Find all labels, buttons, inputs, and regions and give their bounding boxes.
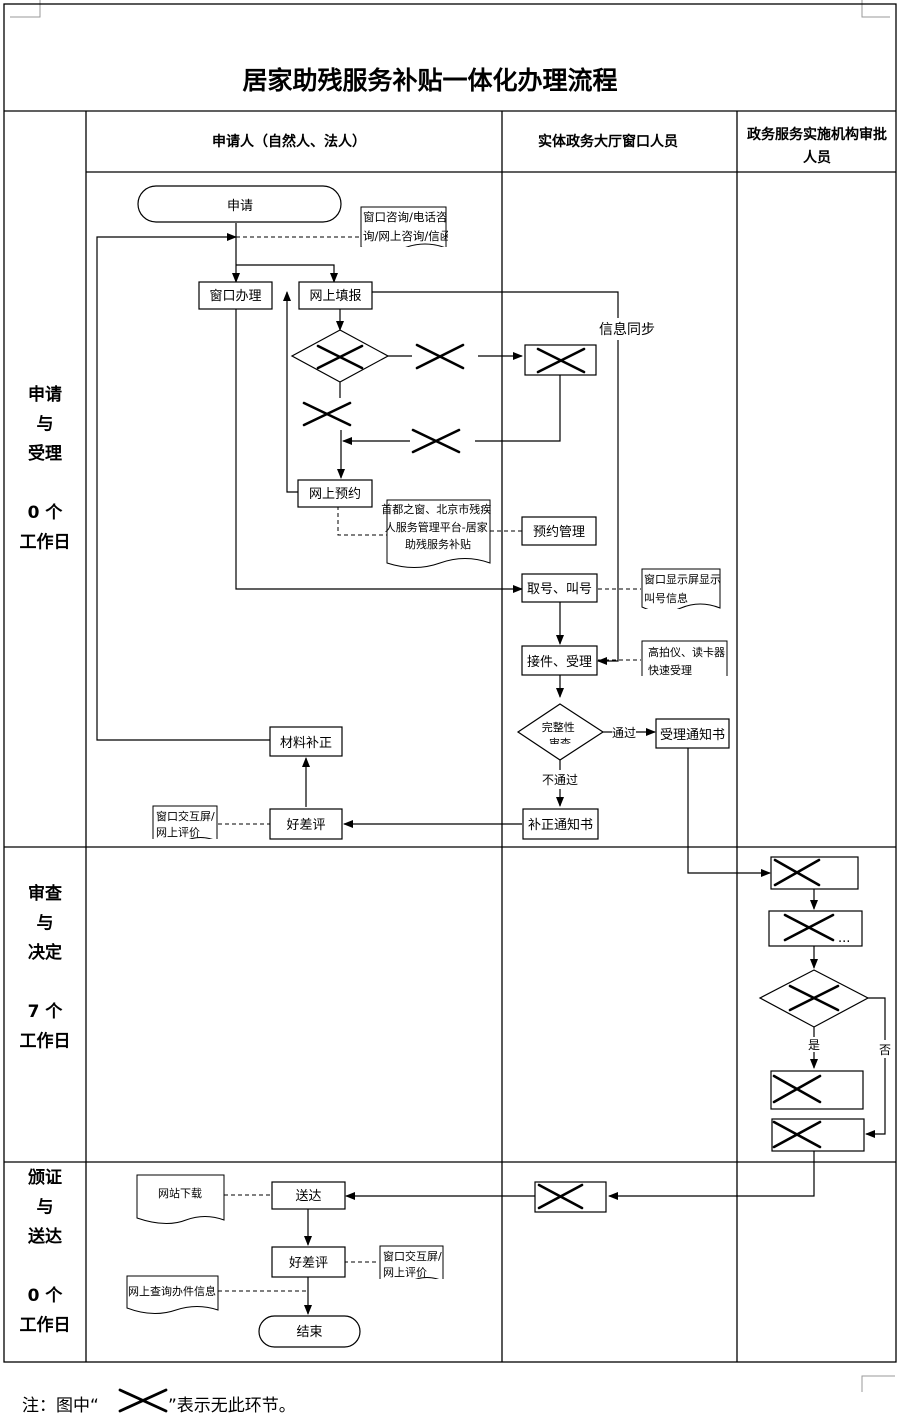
stage-label-line: 0 个 bbox=[28, 502, 64, 523]
connectors bbox=[96, 223, 886, 1315]
stage-label-line: 颁证 bbox=[28, 1168, 62, 1188]
correct-notice-label: 补正通知书 bbox=[528, 817, 593, 833]
platform-note: 首都之窗、北京市残疾 人服务管理平台-居家 助残服务补贴 bbox=[381, 499, 495, 568]
consult-note: 窗口咨询/电话咨 询/网上咨询/信函 bbox=[360, 206, 451, 247]
stage-label-line: 受理 bbox=[28, 443, 62, 464]
end-node: 结束 bbox=[258, 1315, 361, 1348]
rating-label-1: 好差评 bbox=[286, 818, 325, 833]
stage-label-line: 与 bbox=[37, 415, 54, 435]
ellipsis-label: ... bbox=[838, 931, 850, 946]
online-reserve-label: 网上预约 bbox=[309, 487, 361, 502]
accept-notice-node: 受理通知书 bbox=[655, 718, 730, 749]
cross-mark-icon bbox=[783, 913, 835, 942]
cross-mark-icon bbox=[415, 343, 465, 370]
window-handle-node: 窗口办理 bbox=[198, 281, 273, 310]
deliver-label: 送达 bbox=[295, 1189, 321, 1204]
rating-node-1: 好差评 bbox=[269, 808, 343, 840]
platform-note-text: 首都之窗、北京市残疾 人服务管理平台-居家 助残服务补贴 bbox=[381, 502, 495, 551]
not-applicable-box-6 bbox=[534, 1181, 607, 1213]
cross-mark-icon bbox=[302, 401, 352, 427]
column-header-approver: 政务服务实施机构审批人员 bbox=[747, 126, 887, 166]
query-note: 网上查询办件信息 bbox=[126, 1275, 219, 1314]
footnote-prefix: 注：图中“ bbox=[22, 1396, 99, 1416]
online-reserve-node: 网上预约 bbox=[297, 479, 373, 508]
accept-node: 接件、受理 bbox=[521, 645, 598, 676]
screen-note: 窗口显示屏显示 叫号信息 bbox=[641, 568, 725, 609]
query-note-text: 网上查询办件信息 bbox=[128, 1284, 216, 1298]
take-number-node: 取号、叫号 bbox=[521, 573, 598, 603]
material-correct-node: 材料补正 bbox=[269, 726, 343, 757]
pass-label: 通过 bbox=[612, 726, 636, 740]
accept-label: 接件、受理 bbox=[527, 654, 592, 670]
no-label: 否 bbox=[879, 1043, 891, 1057]
deliver-node: 送达 bbox=[271, 1181, 346, 1210]
cross-mark-icon bbox=[773, 858, 821, 887]
stage-label-line: 审查 bbox=[28, 883, 63, 904]
column-header-window-staff: 实体政务大厅窗口人员 bbox=[538, 133, 678, 150]
rating-note-2-text: 窗口交互屏/ 网上评价 bbox=[383, 1249, 445, 1279]
completeness-check-diamond: 完整性 审查 bbox=[516, 703, 605, 761]
take-number-label: 取号、叫号 bbox=[527, 582, 592, 597]
dashed-connectors bbox=[218, 236, 641, 1292]
correct-notice-node: 补正通知书 bbox=[522, 808, 599, 840]
stage-label-line: 0 个 bbox=[28, 1285, 64, 1306]
rating-label-2: 好差评 bbox=[289, 1256, 328, 1271]
material-correct-label: 材料补正 bbox=[280, 736, 332, 751]
cross-mark-icon bbox=[411, 428, 461, 454]
cross-mark-icon bbox=[772, 1074, 822, 1104]
cross-mark-icon bbox=[788, 984, 840, 1012]
yes-label: 是 bbox=[808, 1038, 820, 1052]
table-frame bbox=[3, 3, 897, 1363]
column-header-applicant: 申请人（自然人、法人） bbox=[212, 133, 366, 150]
end-label: 结束 bbox=[296, 1325, 322, 1340]
scanner-note-text: 高拍仪、读卡器 快速受理 bbox=[648, 645, 729, 677]
reserve-manage-label: 预约管理 bbox=[533, 525, 585, 540]
info-sync-label: 信息同步 bbox=[599, 321, 655, 338]
cross-mark-icon bbox=[537, 1183, 584, 1210]
fail-label: 不通过 bbox=[542, 773, 578, 787]
screen-note-text: 窗口显示屏显示 叫号信息 bbox=[644, 572, 725, 605]
accept-notice-label: 受理通知书 bbox=[660, 727, 725, 743]
rating-note-1-text: 窗口交互屏/ 网上评价 bbox=[156, 809, 218, 839]
rating-node-2: 好差评 bbox=[271, 1246, 346, 1278]
apply-node: 申请 bbox=[137, 185, 342, 223]
footnote: 注：图中“ ”表示无此环节。 bbox=[22, 1388, 296, 1416]
reserve-manage-node: 预约管理 bbox=[521, 516, 597, 546]
online-fill-node: 网上填报 bbox=[298, 281, 373, 310]
stage-label-line: 与 bbox=[37, 914, 54, 934]
rating-note-2: 窗口交互屏/ 网上评价 bbox=[379, 1245, 445, 1279]
stage-label-line: 工作日 bbox=[20, 532, 71, 553]
stage-label-line: 与 bbox=[37, 1198, 54, 1218]
rating-note-1: 窗口交互屏/ 网上评价 bbox=[152, 805, 218, 839]
stage-label-line: 工作日 bbox=[20, 1315, 71, 1336]
cross-mark-icon bbox=[118, 1388, 168, 1413]
crop-marks bbox=[10, 0, 895, 1392]
download-note-text: 网站下载 bbox=[158, 1186, 202, 1200]
stage-label-line: 7 个 bbox=[28, 1001, 64, 1022]
stage-label-line: 决定 bbox=[28, 942, 62, 963]
stage-label-line: 申请 bbox=[28, 384, 62, 405]
window-handle-label: 窗口办理 bbox=[209, 288, 261, 304]
cross-mark-icon bbox=[316, 344, 364, 370]
stage-label-line: 送达 bbox=[28, 1226, 62, 1247]
online-fill-label: 网上填报 bbox=[309, 289, 361, 304]
page-title: 居家助残服务补贴一体化办理流程 bbox=[242, 66, 617, 95]
completeness-label: 完整性 审查 bbox=[542, 720, 579, 750]
cross-marks bbox=[302, 343, 840, 1210]
cross-mark-icon bbox=[536, 347, 586, 374]
not-applicable-box-3: ... bbox=[768, 910, 863, 947]
apply-label: 申请 bbox=[227, 199, 253, 214]
cross-mark-icon bbox=[772, 1120, 822, 1149]
download-note: 网站下载 bbox=[136, 1174, 225, 1224]
consult-note-text: 窗口咨询/电话咨 询/网上咨询/信函 bbox=[363, 210, 451, 243]
scanner-note: 高拍仪、读卡器 快速受理 bbox=[641, 640, 729, 677]
footnote-suffix: ”表示无此环节。 bbox=[168, 1396, 296, 1416]
stage-label-line: 工作日 bbox=[20, 1031, 71, 1052]
